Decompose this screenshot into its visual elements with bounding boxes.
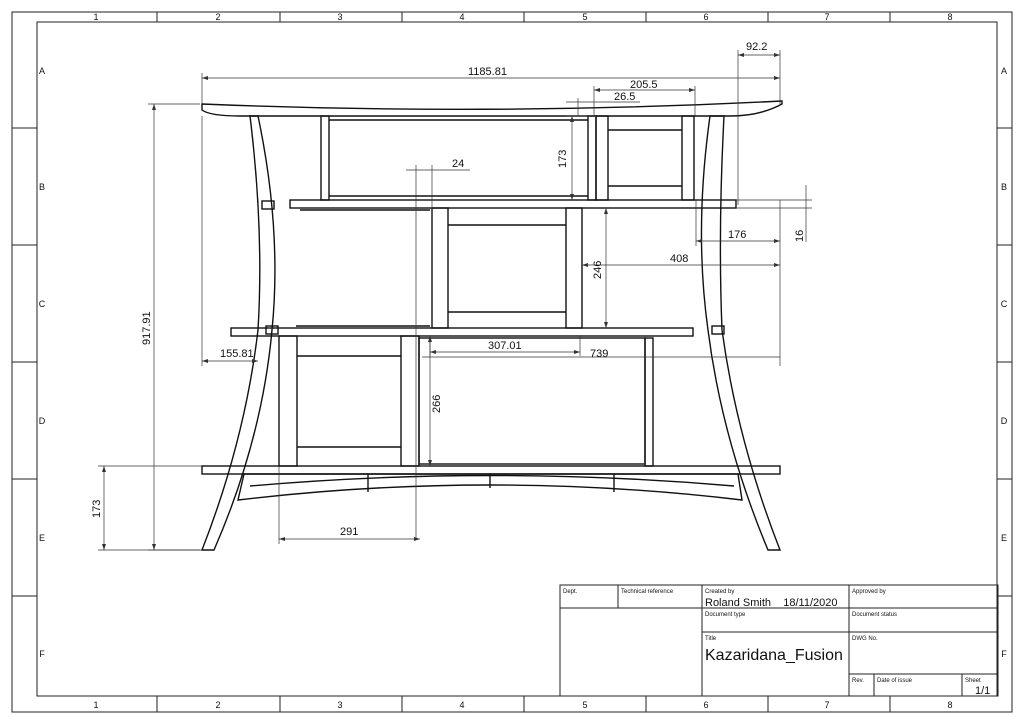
right-leg bbox=[700, 115, 782, 551]
col-label: 4 bbox=[459, 700, 464, 710]
title-label: Title bbox=[705, 636, 717, 642]
dim-left-offset: 155.81 bbox=[220, 348, 254, 360]
row-label: A bbox=[1001, 66, 1007, 76]
row-label: C bbox=[1001, 299, 1008, 309]
dim-upper-opening-height: 173 bbox=[557, 150, 569, 168]
row-label: E bbox=[39, 533, 45, 543]
col-label: 8 bbox=[947, 12, 952, 22]
row-label: F bbox=[1001, 649, 1007, 659]
row-labels: A B C D E F A B C D E F bbox=[39, 66, 1008, 659]
dim-post-thickness: 24 bbox=[452, 158, 464, 170]
dim-shelf-thickness: 16 bbox=[794, 230, 806, 242]
dim-base-height: 173 bbox=[91, 500, 103, 518]
col-label: 7 bbox=[824, 700, 829, 710]
dim-lower-cabinet-width: 291 bbox=[340, 526, 358, 538]
base-shelf bbox=[201, 465, 781, 475]
zone-ticks bbox=[12, 12, 1012, 712]
col-label: 6 bbox=[703, 12, 708, 22]
created-by-value: Roland Smith 18/11/2020 bbox=[705, 597, 838, 609]
inner-frame bbox=[36, 21, 998, 697]
col-label: 5 bbox=[582, 12, 587, 22]
rev-label: Rev. bbox=[852, 678, 864, 684]
dim-middle-opening-height: 246 bbox=[592, 261, 604, 279]
dim-top-offset: 92.2 bbox=[746, 41, 767, 53]
title-block bbox=[559, 584, 999, 697]
col-label: 1 bbox=[93, 700, 98, 710]
column-labels-bottom: 1 2 3 4 5 6 7 8 bbox=[93, 700, 952, 710]
sheet-value: 1/1 bbox=[975, 685, 990, 697]
dim-total-height: 917.91 bbox=[141, 311, 153, 345]
dim-cabinet-width: 205.5 bbox=[630, 79, 658, 91]
column-labels-top: 1 2 3 4 5 6 7 8 bbox=[93, 12, 952, 22]
col-label: 5 bbox=[582, 700, 587, 710]
document-status-label: Document status bbox=[852, 612, 897, 618]
row-label: C bbox=[39, 299, 46, 309]
dept-label: Dept. bbox=[563, 589, 578, 595]
date-of-issue-label: Date of issue bbox=[877, 678, 913, 684]
col-label: 2 bbox=[215, 700, 220, 710]
col-label: 7 bbox=[824, 12, 829, 22]
approved-by-label: Approved by bbox=[852, 589, 886, 595]
title-block-texts: Dept. Technical reference Created by Rol… bbox=[563, 589, 990, 697]
dim-lower-opening-height: 266 bbox=[431, 395, 443, 413]
col-label: 4 bbox=[459, 12, 464, 22]
dim-overall-width: 1185.81 bbox=[468, 66, 507, 78]
dim-post-width: 26.5 bbox=[614, 91, 635, 103]
technical-reference-label: Technical reference bbox=[621, 589, 674, 595]
col-label: 8 bbox=[947, 700, 952, 710]
dwg-no-label: DWG No. bbox=[852, 636, 878, 642]
row-label: E bbox=[1001, 533, 1007, 543]
dimension-arrows bbox=[102, 53, 780, 550]
col-label: 3 bbox=[337, 700, 342, 710]
dimension-texts: 92.2 1185.81 205.5 26.5 173 24 16 176 24… bbox=[91, 41, 806, 538]
outer-frame bbox=[11, 11, 1013, 713]
dim-middle-shelf-offset: 408 bbox=[670, 253, 688, 265]
col-label: 3 bbox=[337, 12, 342, 22]
upper-shelf bbox=[289, 199, 737, 209]
dim-shelf-overhang: 176 bbox=[728, 229, 746, 241]
sheet-label: Sheet bbox=[965, 678, 981, 684]
col-label: 2 bbox=[215, 12, 220, 22]
dimension-lines bbox=[98, 50, 812, 551]
row-label: B bbox=[1001, 182, 1007, 192]
row-label: B bbox=[39, 182, 45, 192]
col-label: 1 bbox=[93, 12, 98, 22]
document-type-label: Document type bbox=[705, 612, 746, 618]
furniture-drawing bbox=[200, 100, 783, 551]
middle-shelf bbox=[230, 327, 694, 337]
row-label: D bbox=[39, 416, 46, 426]
dim-lower-span: 307.01 bbox=[488, 340, 522, 352]
row-label: D bbox=[1001, 416, 1008, 426]
dim-lower-width: 739 bbox=[590, 348, 608, 360]
top-board bbox=[201, 100, 783, 117]
stretcher bbox=[237, 473, 743, 501]
col-label: 6 bbox=[703, 700, 708, 710]
row-label: A bbox=[39, 66, 45, 76]
row-label: F bbox=[39, 649, 45, 659]
created-by-label: Created by bbox=[705, 589, 734, 595]
drawing-title: Kazaridana_Fusion bbox=[705, 647, 843, 664]
